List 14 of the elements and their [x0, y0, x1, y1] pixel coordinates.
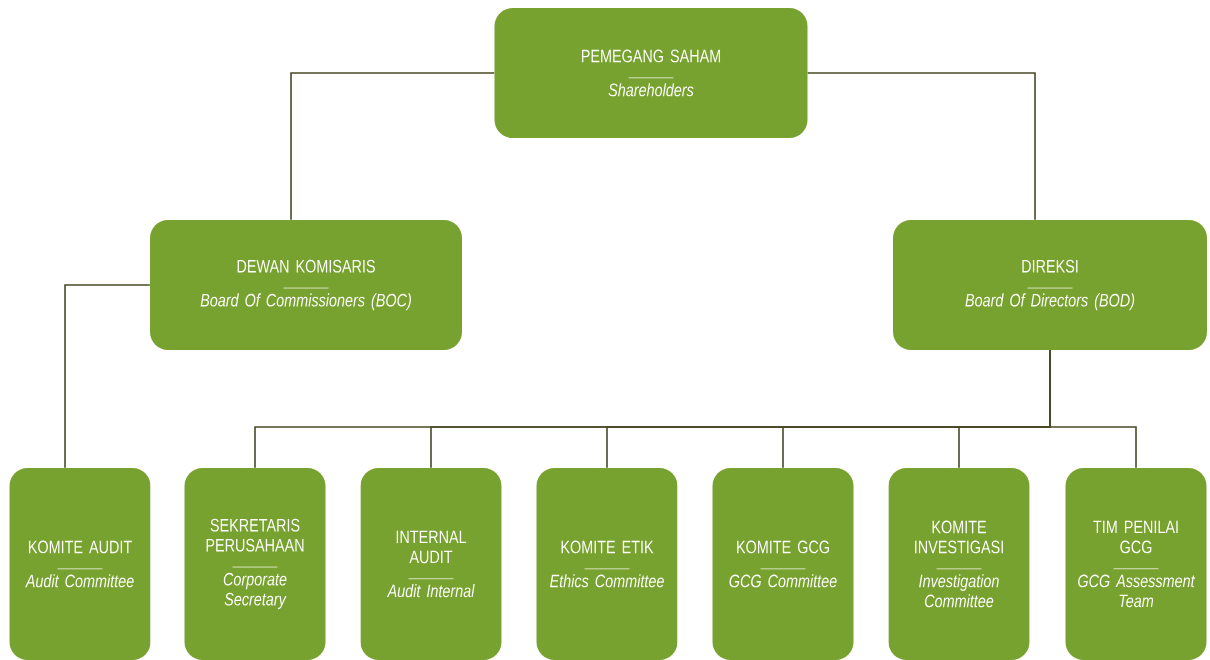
connector-line — [64, 284, 151, 469]
org-box: DIREKSI Board Of Directors (BOD) — [893, 220, 1207, 350]
org-box: KOMITE GCG GCG Committee — [712, 468, 854, 660]
org-box: KOMITE AUDIT Audit Committee — [9, 468, 151, 660]
org-box: KOMITE ETIK Ethics Committee — [536, 468, 678, 660]
org-box: DEWAN KOMISARIS Board Of Commissioners (BOC) — [150, 220, 462, 350]
org-box: KOMITE INVESTIGASI Investigation Committee — [888, 468, 1030, 660]
org-box: TIM PENILAI GCG GCG Assessment Team — [1065, 468, 1207, 660]
org-box: SEKRETARIS PERUSAHAAN Corporate Secretary — [184, 468, 326, 660]
connector-line — [1049, 349, 1137, 469]
org-box: INTERNAL AUDIT Audit Internal — [360, 468, 502, 660]
org-box: PEMEGANG SAHAM Shareholders — [494, 8, 808, 138]
connector-line — [806, 72, 1036, 221]
connector-line — [290, 72, 496, 221]
